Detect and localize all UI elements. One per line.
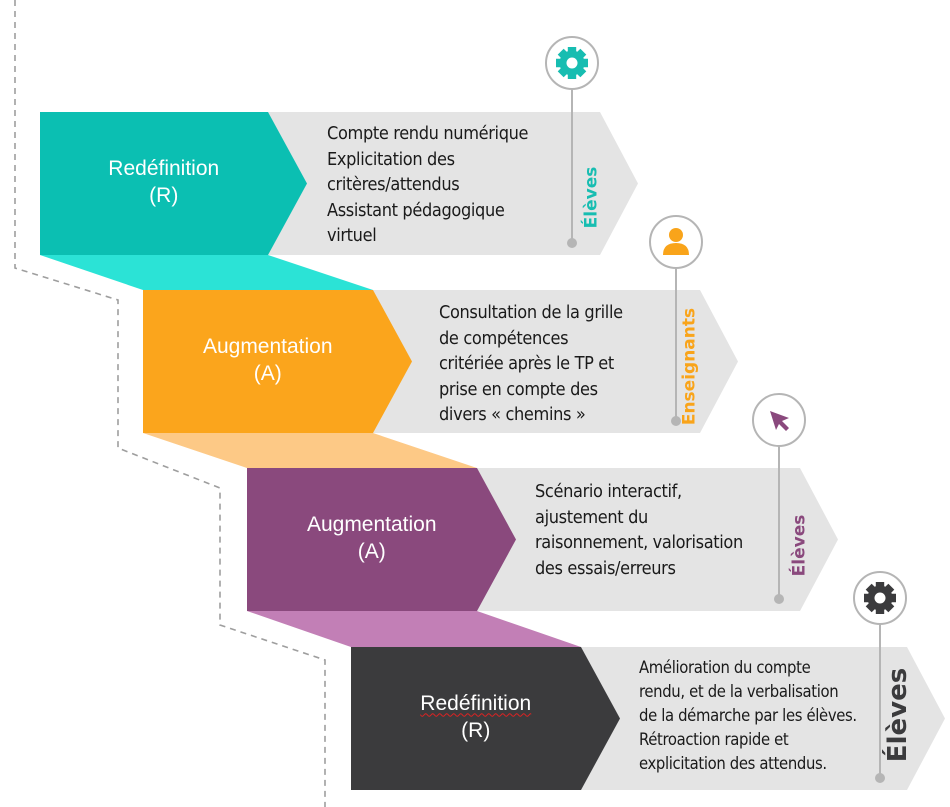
step-3-level-block — [247, 468, 516, 611]
step-4-description: Amélioration du compte rendu, et de la ve… — [639, 656, 857, 776]
step-2-level-title: Augmentation (A) — [143, 333, 393, 387]
description-line: des essais/erreurs — [535, 557, 676, 579]
step-3-level-title: Augmentation (A) — [247, 511, 497, 565]
description-line: critères/attendus — [327, 174, 460, 195]
description-line: Amélioration du compte — [639, 658, 811, 677]
description-line: Scénario interactif, — [535, 481, 682, 502]
description-line: Explicitation des — [327, 148, 455, 170]
description-line: raisonnement, valorisation — [535, 532, 743, 553]
step-1-level-block — [40, 112, 307, 255]
cursor-icon — [770, 411, 789, 431]
description-line: Compte rendu numérique — [327, 123, 529, 144]
user-icon — [663, 228, 689, 255]
description-line: de la démarche par les élèves. — [639, 706, 857, 725]
level-code: (A) — [357, 539, 386, 563]
level-name: Redéfinition — [351, 690, 601, 717]
description-line: critériée après le TP et — [439, 353, 614, 374]
step-3-arrow — [477, 468, 838, 611]
step-2-actor-label: Enseignants — [679, 307, 700, 425]
step-2-level-block — [143, 290, 412, 433]
step-3-description: Scénario interactif, ajustement du raisonn… — [535, 479, 743, 581]
step-2-connector-dot — [671, 416, 681, 426]
description-line: Consultation de la grille — [439, 302, 623, 323]
level-name: Augmentation — [306, 512, 437, 536]
step-4-level-title: Redéfinition (R) — [351, 690, 601, 744]
level-code: (A) — [253, 361, 282, 385]
description-line: prise en compte des — [439, 378, 598, 400]
step-2-shade — [143, 433, 477, 468]
step-1-arrow — [268, 112, 638, 255]
step-3-connector-dot — [774, 594, 784, 604]
gear-icon — [556, 47, 588, 79]
step-4-level-block — [351, 647, 620, 790]
step-2-arrow — [373, 290, 738, 433]
description-line: Rétroaction rapide et — [639, 730, 789, 749]
step-4-actor-label: Élèves — [883, 667, 913, 763]
step-4-connector-dot — [875, 773, 885, 783]
description-line: rendu, et de la verbalisation — [639, 682, 839, 701]
step-1-connector-dot — [567, 238, 577, 248]
description-line: explicitation des attendus. — [639, 754, 827, 773]
step-2-description: Consultation de la grille de compétences c… — [439, 300, 623, 428]
description-line: divers « chemins » — [439, 404, 586, 425]
step-3-actor-label: Élèves — [789, 514, 810, 576]
level-code: (R) — [149, 183, 179, 207]
level-name: Augmentation — [202, 334, 333, 358]
step-4-arrow — [581, 647, 945, 790]
step-1-actor-label: Élèves — [581, 166, 602, 228]
dashed-staircase-line — [14, 0, 326, 807]
description-line: virtuel — [327, 225, 377, 246]
level-name: Redéfinition — [108, 156, 220, 180]
level-code: (R) — [461, 718, 491, 742]
description-line: de compétences — [439, 327, 569, 349]
gear-icon — [864, 582, 896, 614]
step-1-shade — [40, 255, 373, 290]
step-1-level-title: Redéfinition (R) — [40, 155, 288, 209]
level-name-text: Redéfinition — [420, 691, 532, 715]
step-3-shade — [247, 611, 581, 647]
description-line: Assistant pédagogique — [327, 199, 505, 221]
description-line: ajustement du — [535, 506, 648, 528]
